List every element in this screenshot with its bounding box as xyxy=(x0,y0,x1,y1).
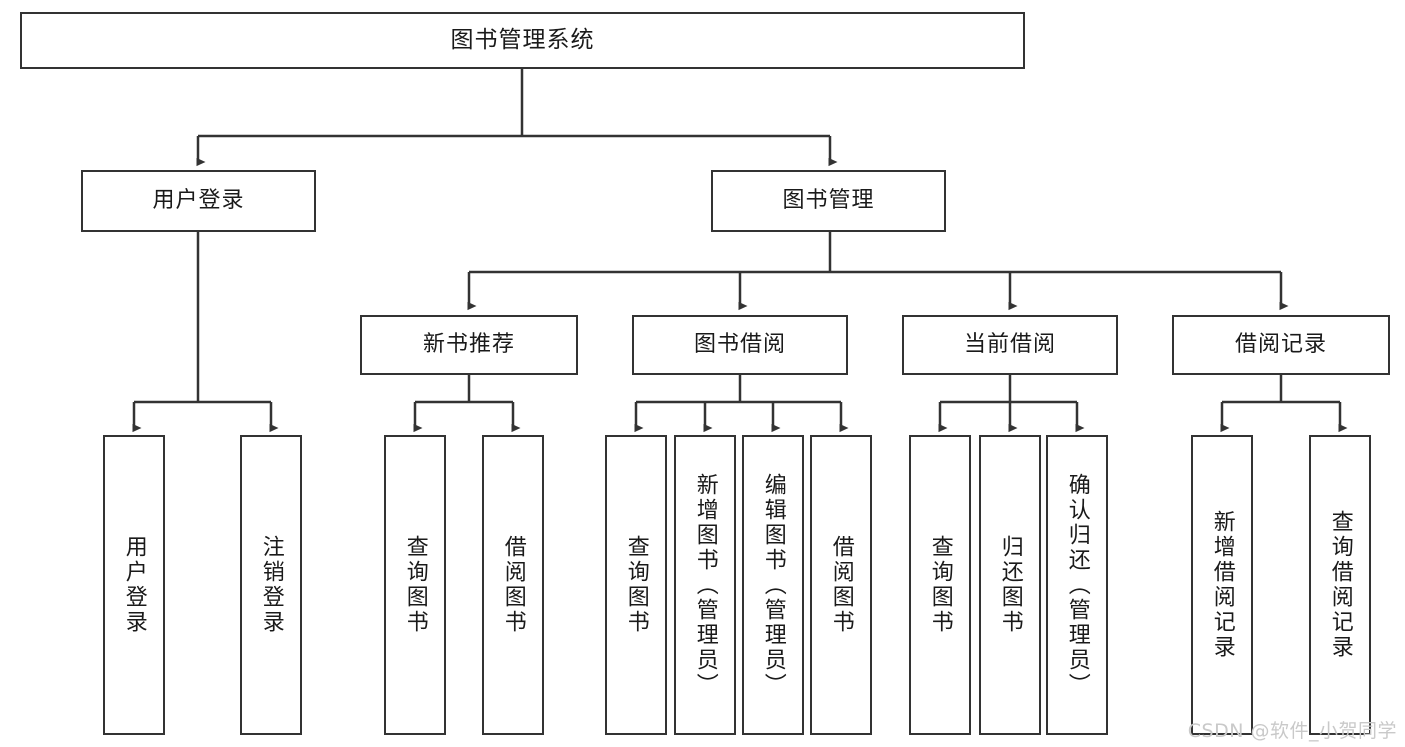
node-label: 图书管理系统 xyxy=(450,26,595,53)
node-label: 查询图书 xyxy=(927,535,953,635)
node-root-book-management-system[interactable]: 图书管理系统 xyxy=(20,12,1025,69)
node-new-book-recommend[interactable]: 新书推荐 xyxy=(360,315,578,375)
node-label: 借阅图书 xyxy=(500,535,526,635)
node-borrow-record[interactable]: 借阅记录 xyxy=(1172,315,1390,375)
node-label: 新书推荐 xyxy=(422,331,515,357)
node-leaf-query-book-2[interactable]: 查询图书 xyxy=(605,435,667,735)
node-book-manage[interactable]: 图书管理 xyxy=(711,170,946,232)
node-label: 查询图书 xyxy=(623,535,649,635)
node-leaf-add-record[interactable]: 新增借阅记录 xyxy=(1191,435,1253,735)
node-user-login[interactable]: 用户登录 xyxy=(81,170,316,232)
node-leaf-borrow-book-2[interactable]: 借阅图书 xyxy=(810,435,872,735)
node-label: 归还图书 xyxy=(997,535,1023,635)
node-leaf-borrow-book-1[interactable]: 借阅图书 xyxy=(482,435,544,735)
node-leaf-query-book-1[interactable]: 查询图书 xyxy=(384,435,446,735)
node-label: 借阅记录 xyxy=(1234,331,1327,357)
node-leaf-edit-book[interactable]: 编辑图书（管理员） xyxy=(742,435,804,735)
node-leaf-query-record[interactable]: 查询借阅记录 xyxy=(1309,435,1371,735)
node-label: 确认归还（管理员） xyxy=(1064,472,1090,698)
node-leaf-user-logout[interactable]: 注销登录 xyxy=(240,435,302,735)
node-label: 查询图书 xyxy=(402,535,428,635)
node-leaf-confirm-return[interactable]: 确认归还（管理员） xyxy=(1046,435,1108,735)
node-label: 图书借阅 xyxy=(693,331,786,357)
node-label: 用户登录 xyxy=(121,535,147,635)
node-label: 当前借阅 xyxy=(963,331,1056,357)
node-label: 编辑图书（管理员） xyxy=(760,472,786,698)
node-book-borrow[interactable]: 图书借阅 xyxy=(632,315,848,375)
node-leaf-return-book[interactable]: 归还图书 xyxy=(979,435,1041,735)
node-leaf-query-book-3[interactable]: 查询图书 xyxy=(909,435,971,735)
node-label: 借阅图书 xyxy=(828,535,854,635)
node-label: 用户登录 xyxy=(152,187,245,213)
node-label: 查询借阅记录 xyxy=(1327,510,1353,660)
node-label: 新增图书（管理员） xyxy=(692,472,718,698)
node-current-borrow[interactable]: 当前借阅 xyxy=(902,315,1118,375)
watermark: CSDN @软件_小贺同学 xyxy=(1187,720,1397,742)
node-label: 新增借阅记录 xyxy=(1209,510,1235,660)
node-label: 图书管理 xyxy=(782,187,875,213)
node-leaf-add-book[interactable]: 新增图书（管理员） xyxy=(674,435,736,735)
node-leaf-user-login[interactable]: 用户登录 xyxy=(103,435,165,735)
node-label: 注销登录 xyxy=(258,535,284,635)
